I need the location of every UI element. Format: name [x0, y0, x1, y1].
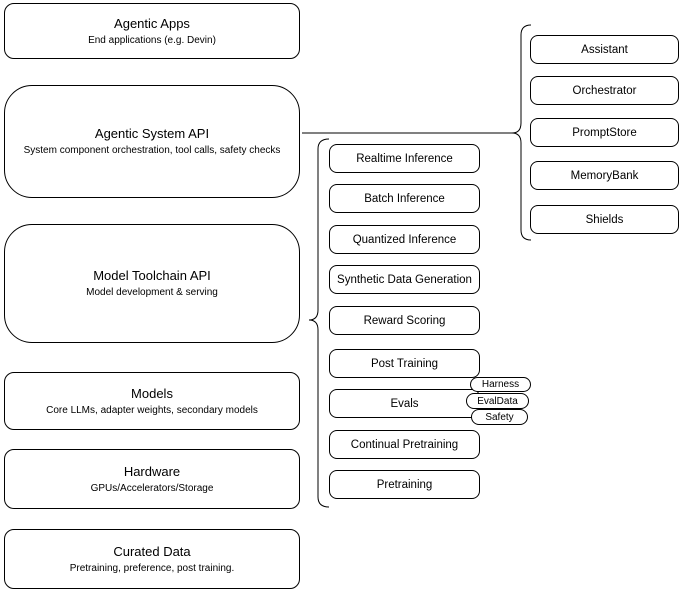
layer-box-agentic-apps: Agentic Apps End applications (e.g. Devi…: [4, 3, 300, 59]
layer-box-hardware: Hardware GPUs/Accelerators/Storage: [4, 449, 300, 509]
system-label: Orchestrator: [572, 84, 637, 97]
system-label: PromptStore: [572, 126, 637, 139]
layer-title: Agentic System API: [94, 126, 210, 141]
eval-tag-pill-evaldata: EvalData: [466, 393, 529, 409]
layer-subtitle: System component orchestration, tool cal…: [23, 145, 281, 156]
toolchain-box-realtime-inference: Realtime Inference: [329, 144, 480, 173]
layer-title: Hardware: [123, 463, 181, 479]
toolchain-box-synthetic-data-generation: Synthetic Data Generation: [329, 265, 480, 294]
layer-title: Model Toolchain API: [93, 268, 211, 283]
toolchain-label: Synthetic Data Generation: [337, 273, 472, 286]
layer-subtitle: Model development & serving: [86, 287, 218, 298]
system-label: MemoryBank: [570, 169, 639, 182]
system-box-assistant: Assistant: [530, 35, 679, 64]
layer-box-curated-data: Curated Data Pretraining, preference, po…: [4, 529, 300, 589]
toolchain-box-quantized-inference: Quantized Inference: [329, 225, 480, 254]
toolchain-label: Quantized Inference: [352, 233, 457, 246]
toolchain-box-pretraining: Pretraining: [329, 470, 480, 499]
toolchain-label: Batch Inference: [364, 192, 445, 205]
layer-title: Agentic Apps: [114, 15, 190, 31]
layer-box-model-toolchain-api: Model Toolchain API Model development & …: [4, 224, 300, 343]
toolchain-box-reward-scoring: Reward Scoring: [329, 306, 480, 335]
layer-box-models: Models Core LLMs, adapter weights, secon…: [4, 372, 300, 430]
system-brace-icon: [511, 24, 532, 241]
toolchain-label: Continual Pretraining: [350, 438, 459, 451]
layer-subtitle: Core LLMs, adapter weights, secondary mo…: [46, 404, 258, 416]
toolchain-box-batch-inference: Batch Inference: [329, 184, 480, 213]
toolchain-label: Pretraining: [376, 478, 433, 491]
toolchain-label: Realtime Inference: [356, 152, 453, 165]
eval-tag-pill-harness: Harness: [470, 377, 531, 392]
eval-tag-pill-safety: Safety: [471, 409, 528, 425]
toolchain-label: Post Training: [370, 357, 439, 370]
system-box-shields: Shields: [530, 205, 679, 234]
system-box-promptstore: PromptStore: [530, 118, 679, 147]
layer-box-agentic-system-api: Agentic System API System component orch…: [4, 85, 300, 198]
layer-title: Models: [131, 385, 173, 401]
system-label: Assistant: [581, 43, 628, 56]
toolchain-box-evals: Evals: [329, 389, 480, 418]
toolchain-box-post-training: Post Training: [329, 349, 480, 378]
eval-tag-label: Harness: [481, 379, 520, 390]
toolchain-label: Evals: [390, 397, 419, 410]
system-label: Shields: [585, 213, 624, 226]
layer-subtitle: End applications (e.g. Devin): [88, 34, 216, 46]
layer-title: Curated Data: [113, 543, 191, 559]
system-box-memorybank: MemoryBank: [530, 161, 679, 190]
toolchain-brace-icon: [308, 138, 330, 508]
toolchain-box-continual-pretraining: Continual Pretraining: [329, 430, 480, 459]
toolchain-label: Reward Scoring: [363, 314, 446, 327]
system-box-orchestrator: Orchestrator: [530, 76, 679, 105]
layer-subtitle: Pretraining, preference, post training.: [69, 562, 235, 574]
eval-tag-label: Safety: [485, 411, 514, 423]
eval-tag-label: EvalData: [477, 395, 518, 407]
layer-subtitle: GPUs/Accelerators/Storage: [90, 482, 214, 494]
